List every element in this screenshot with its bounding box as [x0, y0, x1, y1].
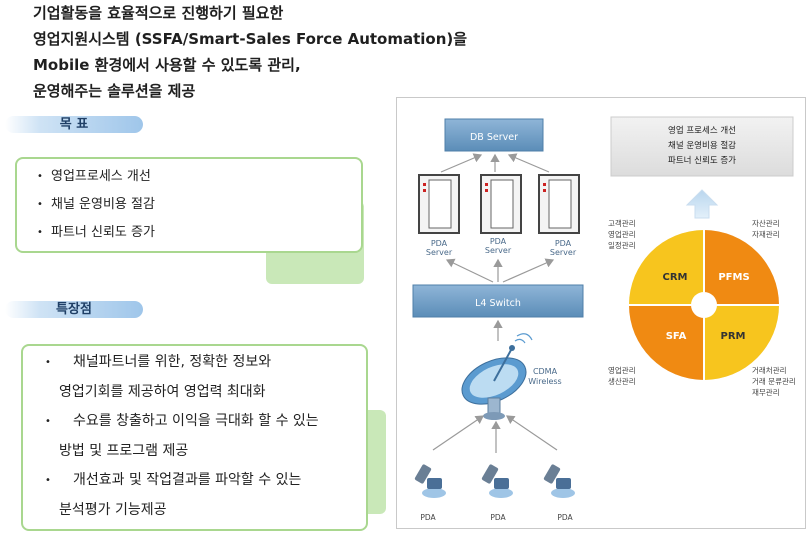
list-item: •파트너 신뢰도 증가 [37, 225, 155, 240]
module-label: 고객관리 [608, 218, 636, 228]
pda-device-icon [414, 464, 446, 498]
pda-server-2 [480, 174, 522, 234]
module-circle [629, 230, 779, 380]
intro-line: 영업지원시스템 (SSFA/Smart-Sales Force Automati… [33, 30, 468, 48]
pda-device-icon [543, 464, 575, 498]
db-server-box [444, 118, 544, 152]
arrow [445, 258, 494, 283]
pda-server-label: Server [485, 246, 512, 255]
intro-line: 기업활동을 효율적으로 진행하기 필요한 [33, 4, 284, 22]
arrow [432, 415, 484, 451]
list-item: •개선효과 및 작업결과를 파악할 수 있는 [45, 472, 302, 488]
goals-box: •영업프로세스 개선 •채널 운영비용 절감 •파트너 신뢰도 증가 [15, 157, 363, 253]
list-item: •수요를 창출하고 이익을 극대화 할 수 있는 [45, 413, 319, 429]
list-item: 방법 및 프로그램 제공 [59, 442, 189, 459]
result-line: 영업 프로세스 개선 [668, 125, 736, 136]
quadrant-crm [629, 230, 704, 305]
list-item: •영업프로세스 개선 [37, 169, 151, 184]
module-label: 일정관리 [608, 240, 636, 250]
pda-server-label: PDA [555, 239, 572, 248]
list-item: •채널 운영비용 절감 [37, 197, 155, 212]
module-label: 영업관리 [608, 365, 636, 375]
architecture-diagram: DB Server PDA Server PDA Server PDA [396, 97, 806, 529]
arrow [506, 415, 558, 451]
pda-device-icon [481, 464, 513, 498]
quadrant-pfms [704, 230, 779, 305]
pda-server-label: PDA [490, 237, 507, 246]
quadrant-label: SFA [666, 331, 687, 342]
result-box [610, 116, 794, 177]
intro-line: 운영해주는 솔루션을 제공 [33, 82, 196, 100]
features-heading: 특장점 [5, 301, 143, 318]
pda-server-3 [538, 174, 580, 234]
module-label: 자재관리 [752, 229, 780, 239]
pda-server-1 [418, 174, 460, 234]
up-arrow-icon [685, 189, 719, 219]
satellite-dish-icon [461, 333, 533, 420]
quadrant-label: PRM [721, 331, 746, 342]
intro-text: 기업활동을 효율적으로 진행하기 필요한 영업지원시스템 (SSFA/Smart… [33, 0, 467, 104]
arrow [502, 258, 555, 283]
l4-switch-label: L4 Switch [475, 298, 521, 309]
cdma-label: CDMA [533, 367, 558, 376]
quadrant-prm [704, 305, 779, 380]
quadrant-label: CRM [663, 272, 688, 283]
goals-heading: 목 표 [5, 116, 143, 133]
diagram-svg: DB Server PDA Server PDA Server PDA [412, 116, 796, 522]
pda-device-label: PDA [557, 513, 573, 522]
intro-line: Mobile 환경에서 사용할 수 있도록 관리, [33, 56, 301, 74]
pda-server-label: Server [426, 248, 453, 257]
module-label: 자산관리 [752, 218, 780, 228]
module-label: 거래 문류관리 [752, 376, 796, 386]
pda-device-label: PDA [420, 513, 436, 522]
db-server-label: DB Server [470, 132, 518, 143]
cdma-label: Wireless [528, 377, 561, 386]
pda-device-label: PDA [490, 513, 506, 522]
list-item: •채널파트너를 위한, 정확한 정보와 [45, 354, 272, 370]
quadrant-label: PFMS [718, 272, 749, 283]
features-box: •채널파트너를 위한, 정확한 정보와 영업기회를 제공하여 영업력 최대화 •… [21, 344, 368, 531]
arrow [440, 153, 483, 173]
quadrant-sfa [629, 305, 704, 380]
l4-switch-box [412, 284, 584, 318]
module-label: 거래처관리 [752, 365, 787, 375]
module-label: 영업관리 [608, 229, 636, 239]
list-item: 분석평가 기능제공 [59, 501, 167, 518]
pda-server-label: PDA [431, 239, 448, 248]
module-label: 재무관리 [752, 387, 780, 397]
module-label: 생산관리 [608, 376, 636, 386]
result-line: 파트너 신뢰도 증가 [668, 155, 736, 166]
result-line: 채널 운영비용 절감 [668, 140, 736, 151]
list-item: 영업기회를 제공하여 영업력 최대화 [59, 383, 266, 400]
pda-server-label: Server [550, 248, 577, 257]
arrow [507, 153, 550, 173]
